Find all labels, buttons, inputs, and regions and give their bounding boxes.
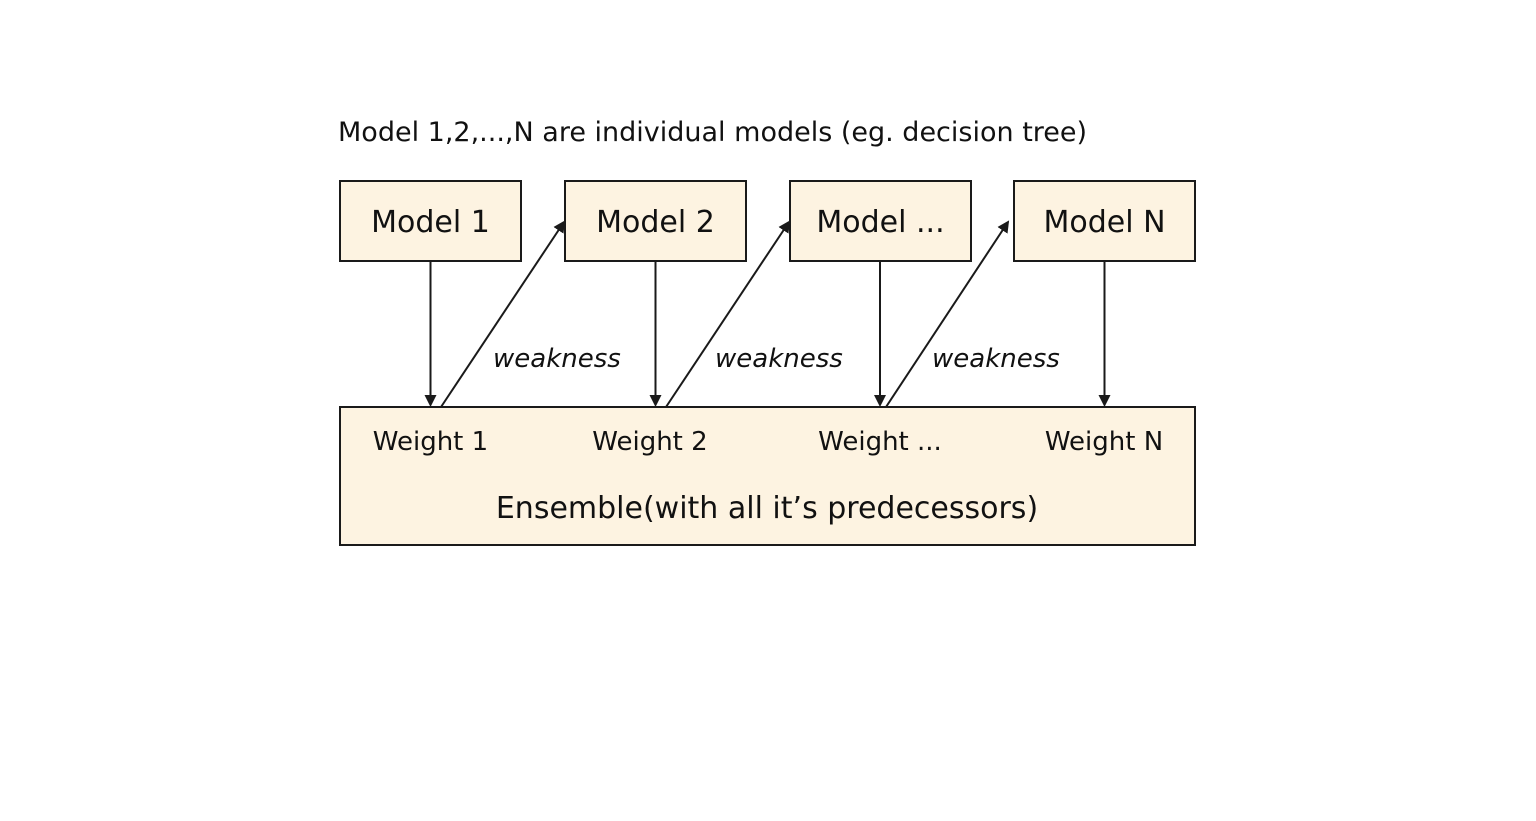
weakness-label-3: weakness: [932, 344, 1060, 374]
model-label-1: Model 1: [371, 205, 490, 240]
weight-label-2: Weight 2: [592, 427, 707, 457]
arrow-weakness-1: [440, 220, 566, 408]
model-label-2: Model 2: [596, 205, 715, 240]
weight-label-1: Weight 1: [373, 427, 488, 457]
diagram-caption: Model 1,2,...,N are individual models (e…: [338, 117, 1087, 148]
model-box-n: Model N: [1013, 180, 1196, 262]
weight-label-3: Weight ...: [818, 427, 942, 457]
weakness-label-2: weakness: [715, 344, 843, 374]
model-box-2: Model 2: [564, 180, 747, 262]
model-box-3: Model ...: [789, 180, 972, 262]
model-box-1: Model 1: [339, 180, 522, 262]
ensemble-box: Weight 1 Weight 2 Weight ... Weight N En…: [339, 406, 1196, 546]
arrow-weakness-3: [885, 220, 1010, 408]
weakness-label-1: weakness: [493, 344, 621, 374]
ensemble-label: Ensemble(with all it’s predecessors): [496, 491, 1038, 526]
weight-label-n: Weight N: [1045, 427, 1163, 457]
model-label-n: Model N: [1043, 205, 1165, 240]
arrow-weakness-2: [665, 220, 791, 408]
model-label-3: Model ...: [816, 205, 944, 240]
